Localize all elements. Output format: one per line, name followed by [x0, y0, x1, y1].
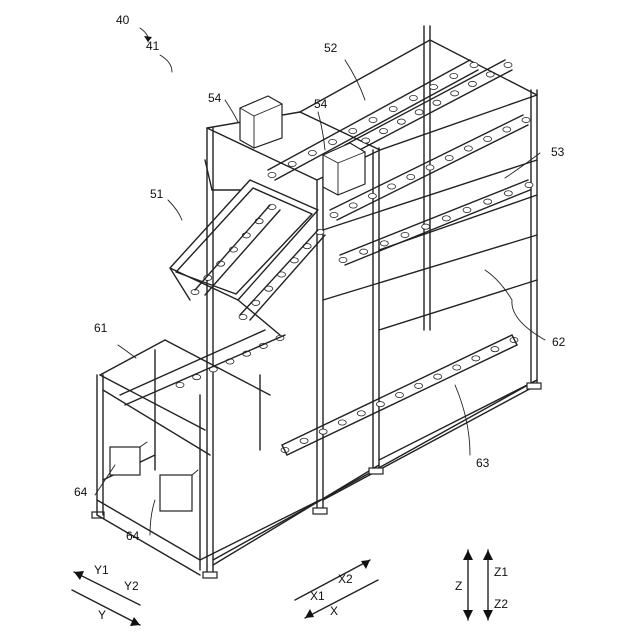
ref-54-right: 54: [314, 97, 328, 111]
roller: [484, 199, 492, 204]
roller: [407, 174, 415, 179]
axis-x-indicator: X2 X1 X: [295, 560, 378, 618]
roller-rows: [176, 62, 533, 452]
roller: [357, 411, 365, 416]
roller: [450, 73, 458, 78]
roller: [319, 429, 327, 434]
roller: [389, 106, 397, 111]
roller: [430, 84, 438, 89]
roller: [330, 212, 338, 217]
roller: [338, 420, 346, 425]
roller: [329, 139, 337, 144]
axis-z2-label: Z2: [494, 597, 508, 611]
axis-y1-label: Y1: [94, 563, 109, 577]
axis-z1-label: Z1: [494, 565, 508, 579]
roller: [491, 347, 499, 352]
roller: [360, 249, 368, 254]
roller: [380, 241, 388, 246]
axis-y-indicator: Y1 Y2 Y: [72, 563, 140, 626]
ref-53: 53: [551, 145, 565, 159]
roller: [504, 191, 512, 196]
roller: [369, 117, 377, 122]
roller: [308, 150, 316, 155]
ref-54-left: 54: [208, 91, 222, 105]
ref-61: 61: [94, 321, 108, 335]
roller: [368, 193, 376, 198]
roller: [453, 365, 461, 370]
roller: [445, 155, 453, 160]
roller: [300, 438, 308, 443]
roller: [396, 392, 404, 397]
roller: [401, 232, 409, 237]
ref-40: 40: [116, 13, 130, 27]
roller: [415, 110, 423, 115]
roller: [442, 216, 450, 221]
roller: [434, 374, 442, 379]
ref-62: 62: [552, 335, 566, 349]
roller: [415, 383, 423, 388]
ref-41: 41: [146, 39, 160, 53]
axis-x1-label: X1: [310, 589, 325, 603]
roller: [376, 402, 384, 407]
roller: [176, 382, 184, 387]
ref-52: 52: [324, 41, 338, 55]
axis-x2-label: X2: [338, 572, 353, 586]
roller: [451, 91, 459, 96]
roller: [464, 146, 472, 151]
roller: [463, 207, 471, 212]
roller: [470, 62, 478, 67]
conveyor-upper: [268, 60, 530, 265]
ref-64-left: 64: [74, 485, 88, 499]
roller: [339, 257, 347, 262]
axis-y2-label: Y2: [124, 579, 139, 593]
roller: [426, 165, 434, 170]
roller: [362, 138, 370, 143]
roller: [486, 72, 494, 77]
roller: [503, 127, 511, 132]
reference-numerals: 40 41 52 54 54 53 51 61 62 63 64 64: [74, 13, 566, 543]
roller: [422, 224, 430, 229]
roller: [472, 356, 480, 361]
axis-x-label: X: [330, 604, 338, 618]
ref-64-right: 64: [126, 529, 140, 543]
axis-z-label: Z: [455, 579, 462, 593]
roller: [288, 161, 296, 166]
roller: [484, 136, 492, 141]
roller: [397, 119, 405, 124]
axis-y-label: Y: [98, 608, 106, 622]
roller: [525, 182, 533, 187]
tilted-conveyor-unit: [170, 160, 325, 335]
ref-51: 51: [150, 187, 164, 201]
roller: [433, 100, 441, 105]
roller: [349, 203, 357, 208]
roller: [522, 117, 530, 122]
ref-63: 63: [476, 456, 490, 470]
roller: [349, 128, 357, 133]
roller: [388, 184, 396, 189]
roller: [504, 62, 512, 67]
roller: [468, 81, 476, 86]
roller: [268, 172, 276, 177]
axis-z-indicator: Z Z1 Z2: [455, 550, 508, 620]
roller: [380, 129, 388, 134]
roller: [409, 95, 417, 100]
